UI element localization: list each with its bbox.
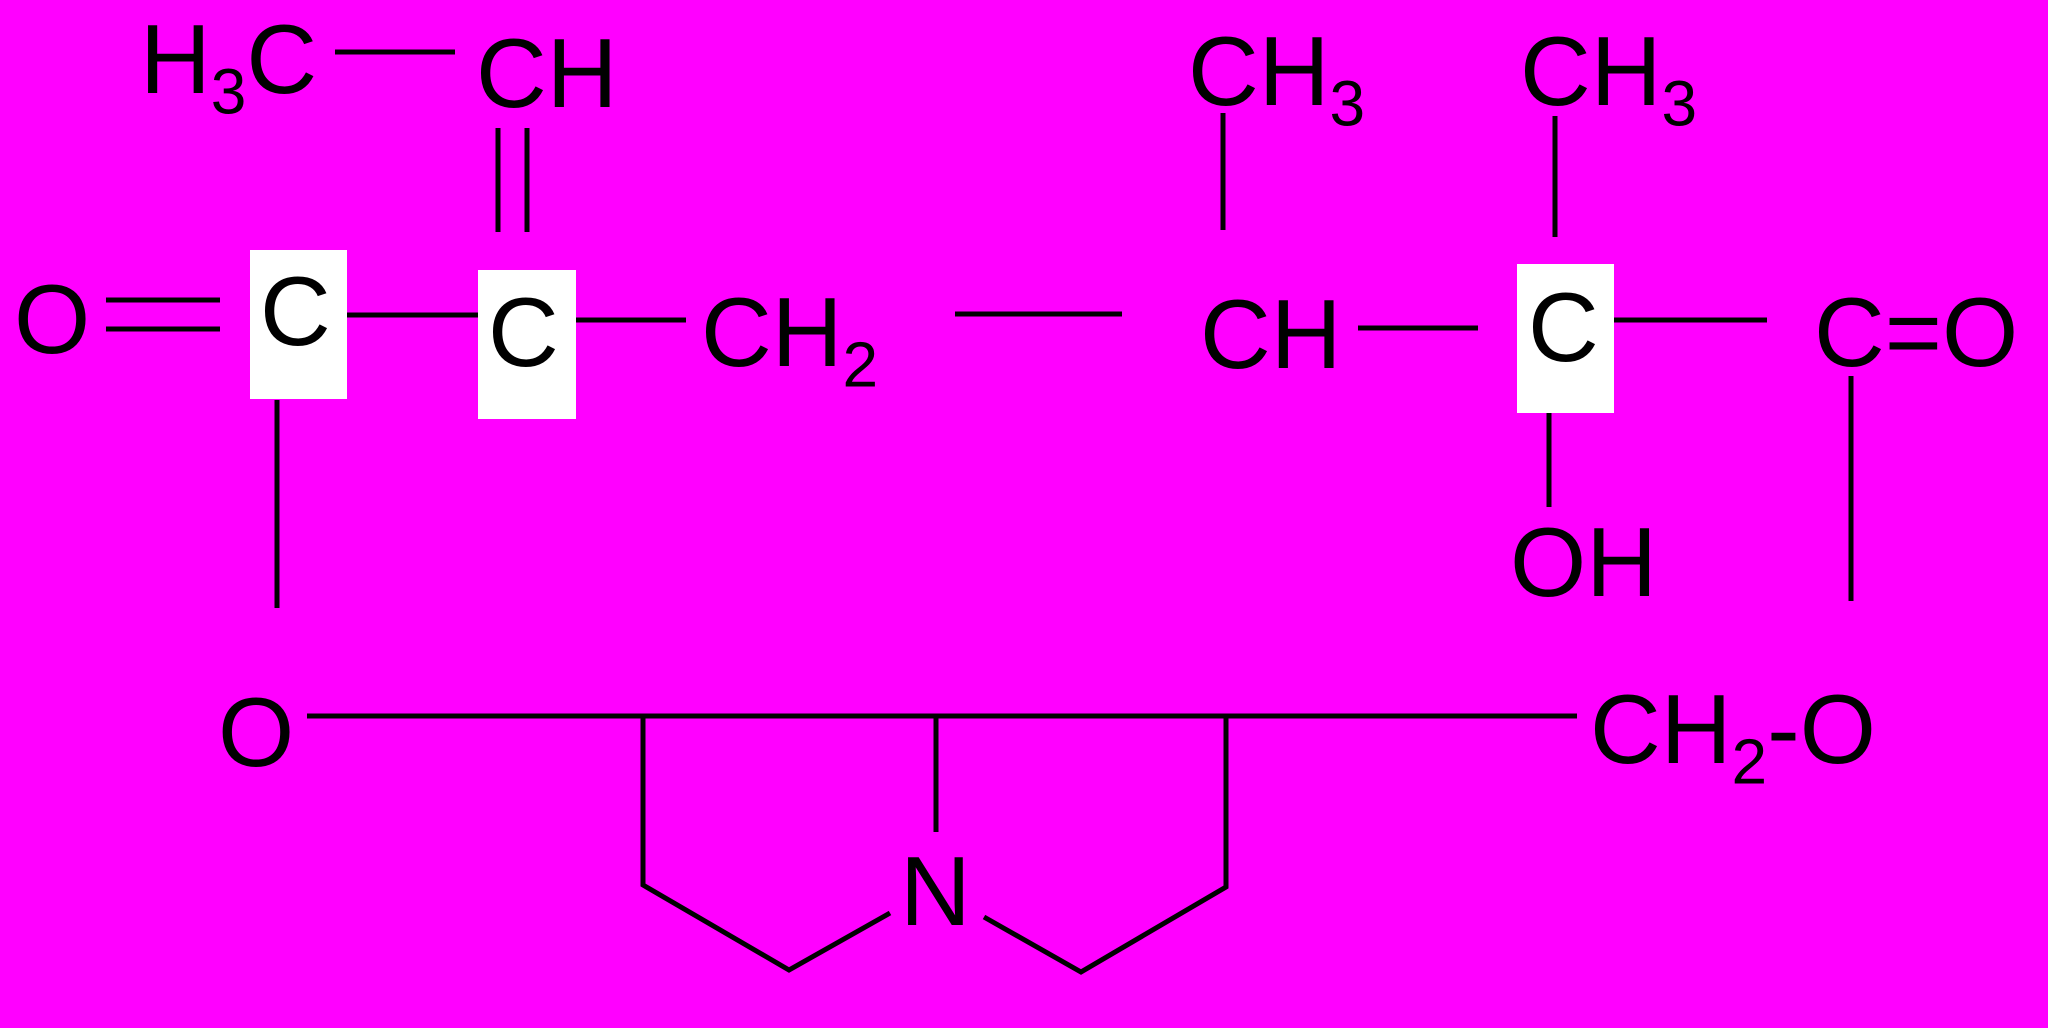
atom-ch3-mid: CH3 [1188,16,1366,140]
atom-ch2-mid: CH2 [701,277,879,401]
atom-ch3-right: CH3 [1520,16,1698,140]
atom-o-left: O [14,264,91,374]
atom-n: N [900,836,971,946]
atom-c-box1: C [260,256,331,366]
atom-oh: OH [1510,507,1657,617]
atom-ch2-o: CH2-O [1590,674,1877,798]
atom-c-box2: C [488,277,559,387]
highlight-box-1 [250,250,347,399]
highlight-box-2 [478,270,576,419]
atom-ch-top: CH [476,18,618,128]
atom-h3c: H3C [140,4,318,128]
atom-c-box3: C [1528,272,1599,382]
atom-o-ring: O [218,677,295,787]
highlight-box-3 [1517,264,1614,413]
atom-c-double-o: C=O [1814,277,2019,387]
ring-right [982,716,1229,975]
ring-left [640,716,892,973]
atom-ch-mid: CH [1200,279,1342,389]
